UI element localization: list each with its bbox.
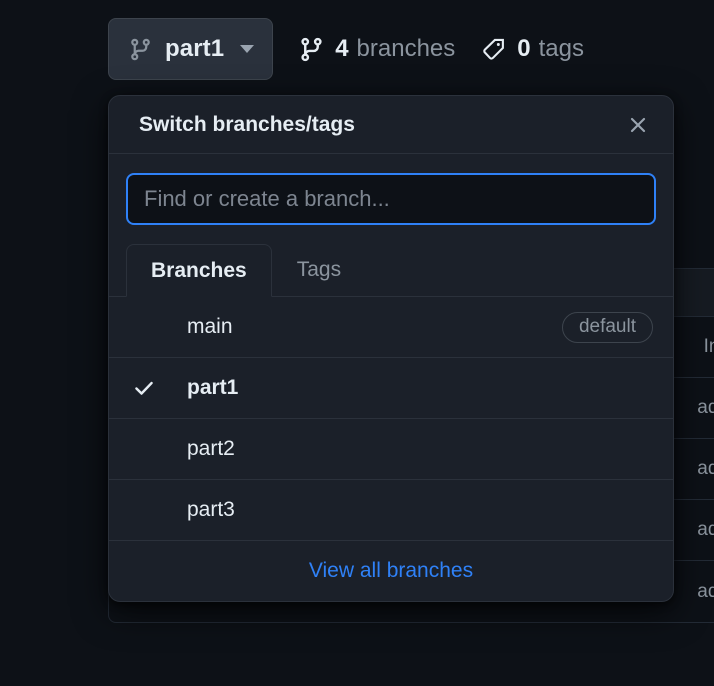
branch-toolbar: part1 4 branches 0 tags bbox=[108, 18, 584, 80]
commit-message: Init bbox=[703, 336, 714, 357]
status-badge: default bbox=[561, 311, 653, 343]
git-branch-icon bbox=[131, 38, 150, 60]
branch-search-input[interactable] bbox=[126, 173, 656, 225]
branch-selector-button[interactable]: part1 bbox=[108, 18, 274, 80]
branches-count-number: 4 bbox=[335, 35, 349, 62]
git-branch-icon bbox=[301, 37, 322, 61]
search-container bbox=[109, 154, 673, 245]
list-item[interactable]: part1 bbox=[109, 358, 673, 419]
tags-count-number: 0 bbox=[517, 35, 531, 62]
view-all-branches-label: View all branches bbox=[308, 559, 474, 582]
tab-tags-label: Tags bbox=[296, 258, 342, 281]
chevron-down-icon bbox=[240, 45, 255, 53]
commit-message: add bbox=[697, 458, 714, 479]
list-item[interactable]: part2 bbox=[109, 419, 673, 480]
view-all-branches-button[interactable]: View all branches bbox=[109, 541, 673, 601]
branch-list: main default part1 part2 part3 bbox=[109, 297, 673, 541]
tab-branches[interactable]: Branches bbox=[126, 244, 272, 297]
branch-button-label: part1 bbox=[165, 35, 225, 62]
tag-icon bbox=[483, 38, 505, 60]
commit-message: add bbox=[697, 397, 714, 418]
branch-name: part1 bbox=[187, 376, 239, 399]
close-icon[interactable] bbox=[623, 110, 653, 140]
tags-count[interactable]: 0 tags bbox=[481, 35, 584, 63]
branch-name: part3 bbox=[187, 498, 235, 521]
branch-name: part2 bbox=[187, 437, 235, 460]
branch-name: main bbox=[187, 315, 233, 338]
dropdown-header: Switch branches/tags bbox=[109, 96, 673, 154]
branch-switch-dropdown: Switch branches/tags Branches Tags main … bbox=[108, 95, 674, 602]
commit-message: add bbox=[697, 580, 714, 602]
tab-tags[interactable]: Tags bbox=[272, 244, 366, 296]
tags-count-label: tags bbox=[538, 35, 585, 62]
check-icon bbox=[133, 377, 163, 399]
dropdown-tabs: Branches Tags bbox=[109, 244, 673, 297]
list-item[interactable]: part3 bbox=[109, 480, 673, 541]
commit-message: add bbox=[697, 519, 714, 540]
branches-count-label: branches bbox=[356, 35, 456, 62]
tab-branches-label: Branches bbox=[151, 258, 247, 282]
branches-count[interactable]: 4 branches bbox=[299, 35, 455, 63]
list-item[interactable]: main default bbox=[109, 297, 673, 358]
dropdown-title: Switch branches/tags bbox=[139, 112, 355, 136]
